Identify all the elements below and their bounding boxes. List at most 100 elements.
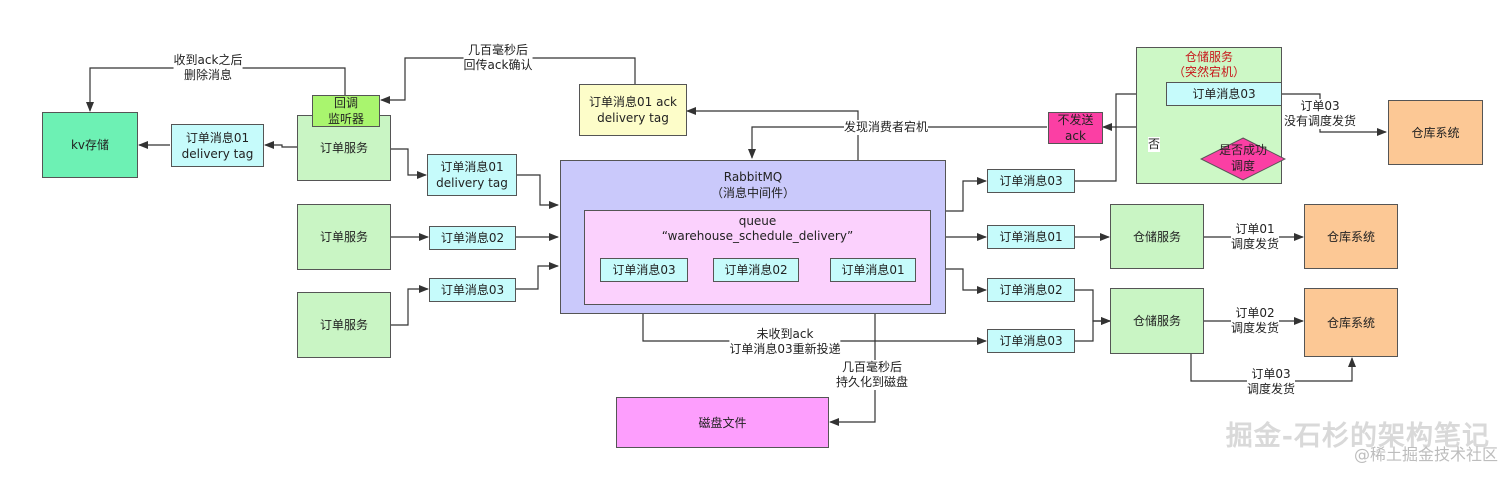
warehouse-system-2-label: 仓库系统: [1326, 315, 1375, 330]
label-delete-after-ack: 收到ack之后 删除消息: [173, 53, 243, 83]
label-detect-crash: 发现消费者宕机: [843, 120, 929, 135]
msg03-crash-label: 订单消息03: [1192, 87, 1256, 101]
rabbitmq-title: RabbitMQ: [723, 170, 783, 184]
msg02-out-label: 订单消息02: [999, 283, 1063, 297]
msg03-crash-node: 订单消息03: [1166, 82, 1282, 106]
no-ack-line1: 不发送: [1057, 113, 1094, 127]
msg01-ack-tag-line2: delivery tag: [597, 111, 669, 125]
queue-msg02-node: 订单消息02: [713, 258, 799, 282]
label-persist-disk-line1: 几百毫秒后: [841, 360, 903, 374]
edge-msg02out-to-ws2: [1075, 289, 1111, 325]
msg03-out-top-node: 订单消息03: [987, 169, 1075, 193]
kv-store-label: kv存储: [70, 138, 110, 152]
label-dispatch01-line2: 调度发货: [1230, 237, 1280, 251]
label-dispatch02-line2: 调度发货: [1230, 321, 1280, 335]
label-return-ack-line1: 几百毫秒后: [467, 43, 528, 57]
label-dispatch01-line1: 订单01: [1235, 222, 1275, 236]
queue-msg01-node: 订单消息01: [830, 258, 916, 282]
warehouse-service-2-node: 仓储服务: [1110, 288, 1204, 354]
queue-box: queue “warehouse_schedule_delivery”: [584, 210, 931, 305]
label-no-ack-redeliver-line1: 未收到ack: [756, 327, 814, 341]
edge-q01-to-disk: [829, 282, 876, 426]
success-check-diamond: 是否成功 调度: [1200, 137, 1286, 181]
msg01-tag-mid-line1: 订单消息01: [440, 160, 504, 174]
label-delete-after-ack-line2: 删除消息: [183, 68, 232, 82]
label-return-ack-line2: 回传ack确认: [463, 58, 533, 72]
label-persist-disk-line2: 持久化到磁盘: [835, 375, 909, 389]
msg03-in-node: 订单消息03: [429, 278, 516, 302]
warehouse-system-1-node: 仓库系统: [1304, 204, 1398, 269]
order-service-3-node: 订单服务: [297, 292, 391, 358]
no-ack-line2: ack: [1065, 129, 1086, 143]
label-persist-disk: 几百毫秒后 持久化到磁盘: [835, 360, 909, 390]
msg02-in-node: 订单消息02: [429, 226, 516, 250]
label-not-scheduled: 订单03 没有调度发货: [1283, 99, 1357, 129]
order-service-1-label: 订单服务: [319, 141, 368, 155]
disk-file-node: 磁盘文件: [616, 397, 829, 448]
msg01-out-label: 订单消息01: [999, 230, 1063, 244]
warehouse-system-top-node: 仓库系统: [1388, 100, 1483, 165]
label-dispatch01: 订单01 调度发货: [1230, 222, 1280, 252]
msg02-in-label: 订单消息02: [440, 231, 505, 245]
edge-os1-to-msg01-mid: [391, 148, 427, 179]
msg01-tag-mid-node: 订单消息01 delivery tag: [427, 154, 517, 196]
label-no-ack-redeliver-line2: 订单消息03重新投递: [729, 342, 841, 356]
warehouse-system-2-node: 仓库系统: [1304, 288, 1398, 357]
msg01-ack-tag-line1: 订单消息01 ack: [589, 95, 677, 109]
msg01-tag-left-node: 订单消息01 delivery tag: [171, 124, 264, 167]
label-not-scheduled-line2: 没有调度发货: [1283, 114, 1357, 128]
edge-msg03bottom-to-ws2: [1075, 317, 1111, 342]
success-check-line2: 调度: [1230, 159, 1255, 173]
order-service-2-label: 订单服务: [319, 230, 368, 244]
msg01-tag-left-line2: delivery tag: [181, 146, 254, 161]
queue-msg03-label: 订单消息03: [612, 263, 676, 277]
success-check-line1: 是否成功: [1218, 143, 1267, 157]
edge-msg03-to-mq: [516, 262, 559, 290]
watermark-main: 掘金-石杉的架构笔记: [1225, 421, 1490, 452]
queue-title: queue: [738, 214, 777, 228]
warehouse-system-top-label: 仓库系统: [1411, 125, 1460, 140]
label-dispatch03-line1: 订单03: [1251, 367, 1291, 381]
warehouse-crash-title: 仓储服务: [1184, 50, 1233, 64]
warehouse-system-1-label: 仓库系统: [1326, 229, 1375, 244]
label-dispatch02-line1: 订单02: [1235, 306, 1275, 320]
label-delete-after-ack-line1: 收到ack之后: [173, 53, 243, 67]
edge-os1-to-msg01-left: [264, 141, 297, 149]
order-service-2-node: 订单服务: [297, 204, 391, 270]
msg01-tag-left-line1: 订单消息01: [185, 130, 250, 145]
callback-listener-node: 回调 监听器: [312, 95, 380, 127]
label-dispatch03: 订单03 调度发货: [1246, 367, 1296, 397]
label-return-ack: 几百毫秒后 回传ack确认: [463, 43, 533, 73]
msg01-tag-mid-line2: delivery tag: [436, 176, 508, 190]
edge-ack-to-listener: [380, 57, 636, 104]
msg03-in-label: 订单消息03: [440, 283, 505, 297]
rabbitmq-subtitle: （消息中间件）: [710, 186, 795, 200]
label-no: 否: [1147, 137, 1161, 152]
kv-store-node: kv存储: [42, 112, 138, 178]
edge-noack-to-mq: [748, 126, 1047, 159]
callback-listener-line2: 监听器: [327, 112, 364, 126]
msg01-ack-tag-node: 订单消息01 ack delivery tag: [579, 84, 687, 136]
warehouse-crash-subtitle: （突然宕机）: [1172, 65, 1245, 79]
msg01-out-node: 订单消息01: [987, 225, 1075, 249]
no-ack-node: 不发送 ack: [1048, 112, 1103, 144]
msg03-out-bottom-label: 订单消息03: [999, 334, 1063, 348]
queue-msg03-node: 订单消息03: [600, 258, 688, 282]
queue-name: “warehouse_schedule_delivery”: [661, 229, 854, 243]
edge-mq-to-msg03top: [945, 177, 987, 212]
queue-msg02-label: 订单消息02: [724, 263, 788, 277]
warehouse-service-2-label: 仓储服务: [1132, 314, 1181, 328]
watermark-sub: @稀土掘金技术社区: [1353, 445, 1498, 464]
warehouse-service-1-label: 仓储服务: [1132, 229, 1181, 244]
msg02-out-node: 订单消息02: [987, 278, 1075, 302]
queue-msg01-label: 订单消息01: [841, 263, 905, 277]
edge-mq-to-msg02out: [945, 268, 987, 294]
edge-msg01-mid-to-mq: [517, 174, 559, 209]
edge-os3-to-msg03: [391, 285, 429, 326]
label-not-scheduled-line1: 订单03: [1300, 99, 1340, 113]
msg03-out-bottom-node: 订单消息03: [987, 329, 1075, 353]
disk-file-label: 磁盘文件: [698, 415, 747, 430]
label-dispatch03-line2: 调度发货: [1246, 382, 1296, 396]
warehouse-service-1-node: 仓储服务: [1110, 204, 1204, 269]
order-service-3-label: 订单服务: [319, 318, 368, 332]
